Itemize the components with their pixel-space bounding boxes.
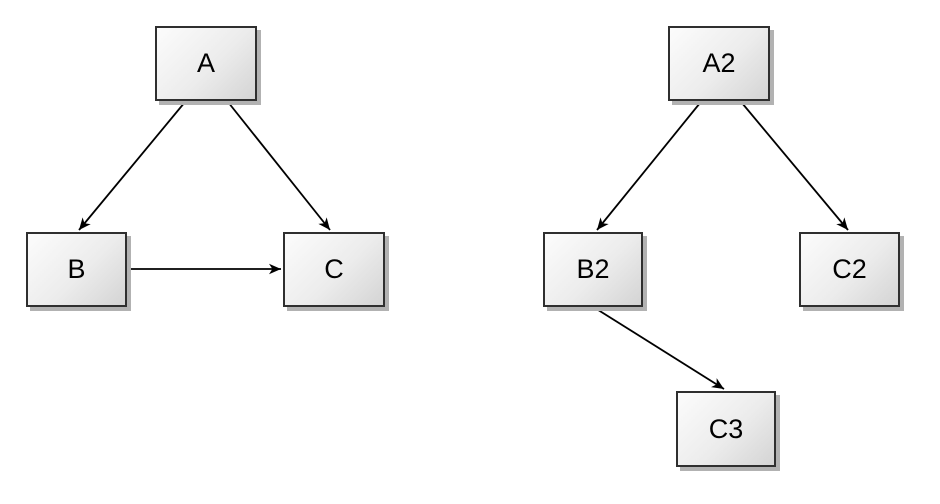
edge-B2-C3: [594, 307, 725, 390]
node-C3[interactable]: C3: [676, 391, 776, 467]
edge-A-C: [227, 101, 331, 231]
node-label-B2: B2: [576, 254, 610, 284]
node-label-B: B: [67, 254, 86, 284]
node-label-C3: C3: [708, 413, 744, 444]
edge-A2-B2: [596, 102, 701, 231]
node-B[interactable]: B: [26, 232, 127, 307]
node-A2[interactable]: A2: [668, 26, 770, 101]
node-A[interactable]: A: [155, 26, 257, 101]
node-label-C: C: [324, 254, 344, 284]
node-label-A: A: [196, 48, 215, 78]
node-label-C2: C2: [832, 254, 867, 284]
edge-group: [78, 101, 849, 390]
edge-A2-C2: [741, 102, 849, 231]
node-C2[interactable]: C2: [799, 232, 900, 307]
node-label-A2: A2: [702, 48, 736, 78]
edge-A-B: [78, 101, 186, 231]
node-B2[interactable]: B2: [543, 232, 643, 307]
node-C[interactable]: C: [283, 232, 385, 307]
